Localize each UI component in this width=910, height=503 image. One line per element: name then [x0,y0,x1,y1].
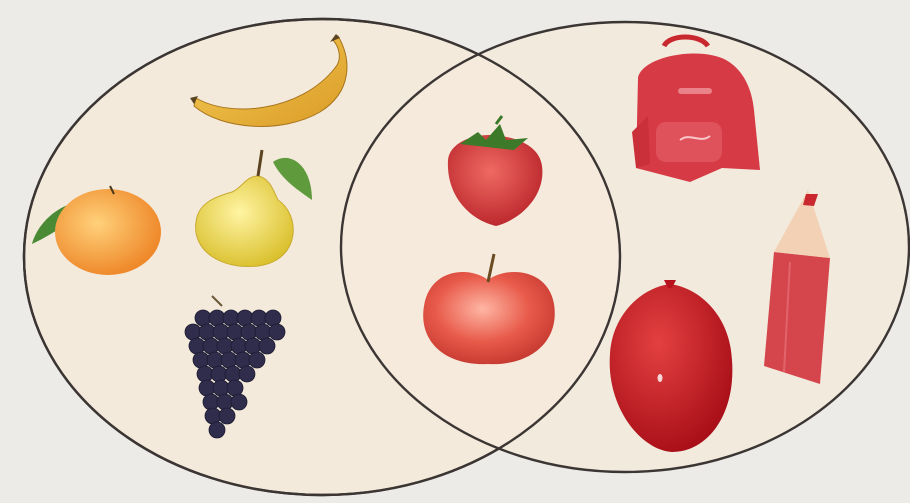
grape-berry [265,310,281,326]
grape-berry [219,408,235,424]
grape-berry [249,352,265,368]
grape-berry [231,394,247,410]
grape-berry [239,366,255,382]
grape-berry [269,324,285,340]
grape-berry [259,338,275,354]
grape-berry [227,380,243,396]
grape-berry [209,422,225,438]
